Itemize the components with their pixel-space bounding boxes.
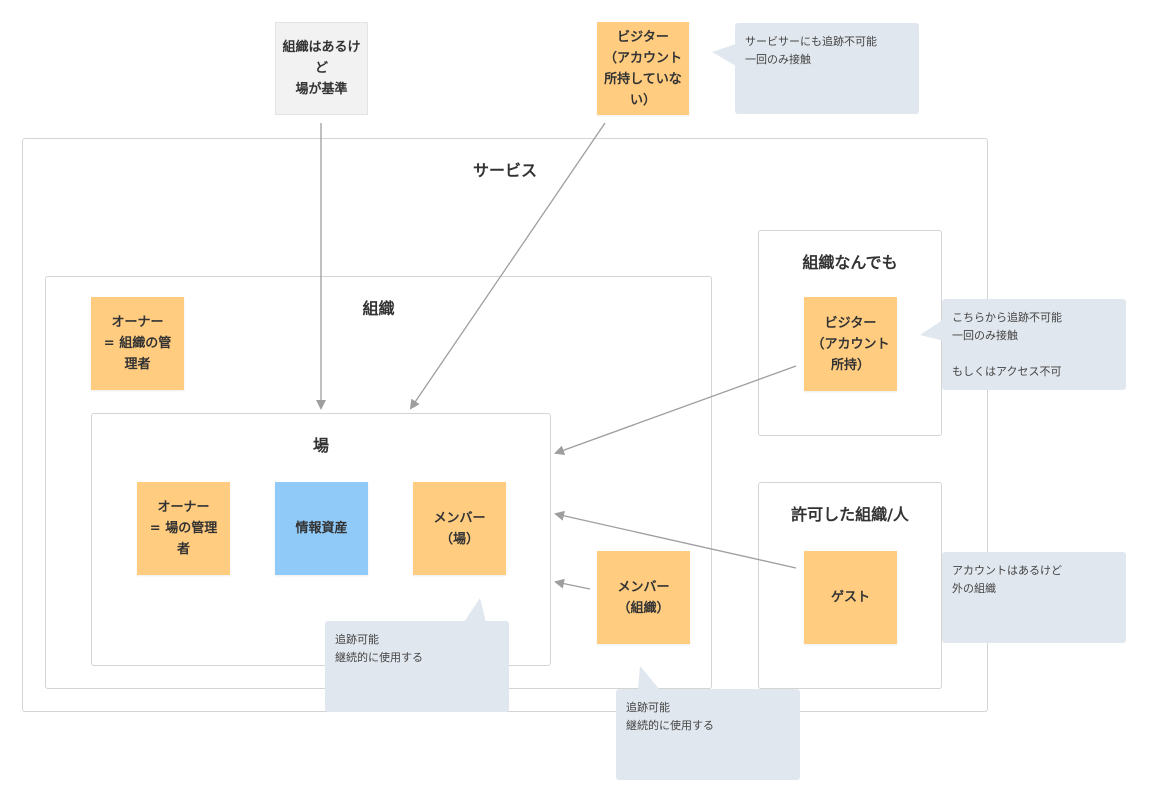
comment-visitor-tail <box>920 319 944 341</box>
comment-member-ba[interactable]: 追跡可能 継続的に使用する <box>325 621 509 712</box>
visitor-account-sticky[interactable]: ビジター （アカウント 所持） <box>804 297 897 391</box>
organization-frame-title: 組織 <box>362 299 395 318</box>
service-frame-title: サービス <box>472 161 537 180</box>
comment-top[interactable]: サービサーにも追跡不可能 一回のみ接触 <box>735 23 919 114</box>
arrow-visitor-account-to-ba[interactable] <box>554 365 797 455</box>
any-org-frame-title: 組織なんでも <box>802 253 898 272</box>
arrow-member-org-to-ba[interactable] <box>554 578 591 590</box>
info-asset-sticky[interactable]: 情報資産 <box>275 482 368 575</box>
permitted-frame: 許可した組織/人 <box>758 482 942 689</box>
arrow-visitor-no-account-to-ba[interactable] <box>409 122 606 410</box>
visitor-no-account-sticky[interactable]: ビジター （アカウント 所持していな い） <box>597 22 689 115</box>
member-org-sticky[interactable]: メンバー （組織） <box>597 551 690 644</box>
owner-org-sticky[interactable]: オーナー = 組織の管 理者 <box>91 297 184 390</box>
guest-sticky[interactable]: ゲスト <box>804 551 897 644</box>
arrow-guest-to-ba[interactable] <box>554 510 797 569</box>
comment-top-tail <box>712 44 736 66</box>
ba-frame: 場 <box>91 413 551 666</box>
comment-member-org-tail <box>638 666 660 690</box>
comment-visitor[interactable]: こちらから追跡不可能 一回のみ接触 もしくはアクセス不可 <box>942 299 1126 390</box>
comment-guest[interactable]: アカウントはあるけど 外の組織 <box>942 552 1126 643</box>
top-note-sticky[interactable]: 組織はあるけ ど 場が基準 <box>275 22 368 115</box>
comment-member-ba-tail <box>464 598 486 622</box>
member-ba-sticky[interactable]: メンバー （場） <box>413 482 506 575</box>
ba-frame-title: 場 <box>312 436 329 455</box>
owner-ba-sticky[interactable]: オーナー = 場の管理 者 <box>137 482 230 575</box>
permitted-frame-title: 許可した組織/人 <box>791 505 909 524</box>
comment-member-org[interactable]: 追跡可能 継続的に使用する <box>616 689 800 780</box>
